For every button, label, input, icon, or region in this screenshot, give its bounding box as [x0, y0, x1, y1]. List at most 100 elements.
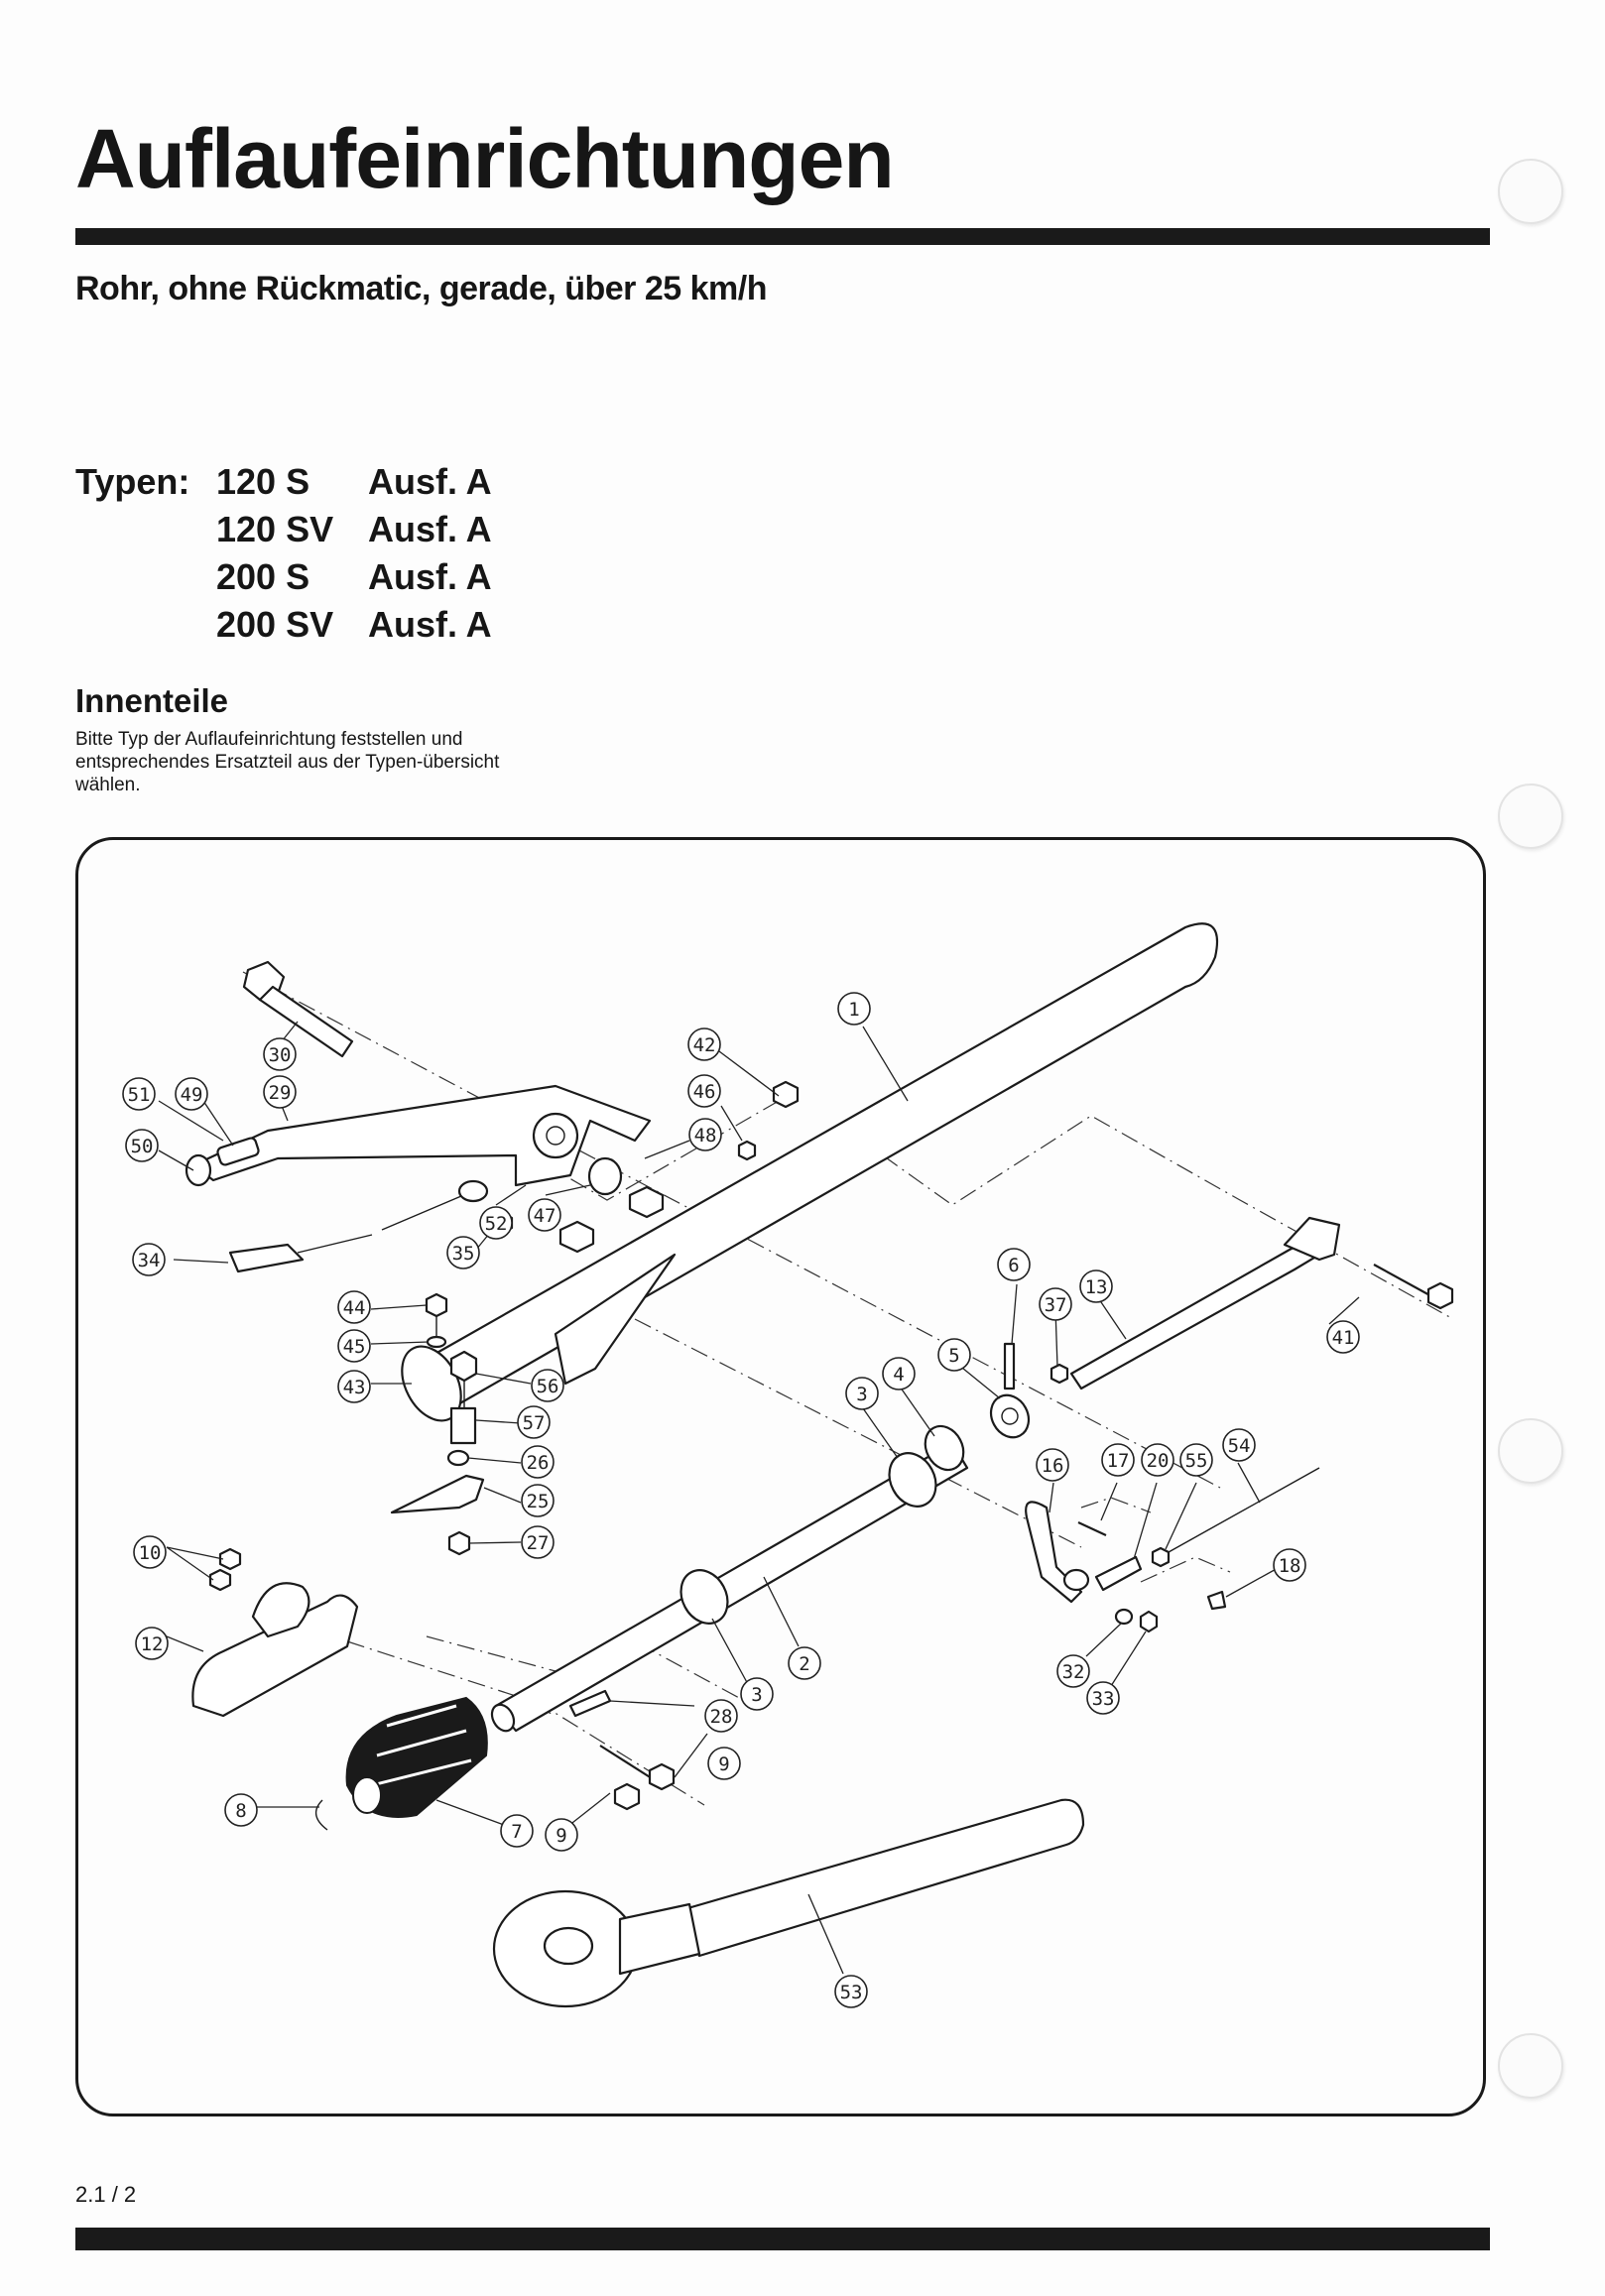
- drawbar-neck: [618, 1902, 701, 1976]
- page-number: 2.1 / 2: [75, 2182, 137, 2207]
- spring-26: [446, 1449, 470, 1467]
- hex-plug: [558, 1220, 595, 1254]
- svg-text:18: 18: [1279, 1555, 1301, 1577]
- svg-text:44: 44: [343, 1297, 366, 1319]
- callout: 35: [446, 1236, 480, 1269]
- callout: 3: [845, 1377, 879, 1410]
- svg-text:10: 10: [139, 1542, 162, 1564]
- header-rule: [75, 228, 1490, 245]
- brake-rod: [1069, 1233, 1326, 1390]
- svg-text:35: 35: [452, 1243, 475, 1265]
- clevis-20: [1094, 1555, 1143, 1592]
- svg-text:56: 56: [537, 1376, 559, 1397]
- brake-cable: [297, 1195, 462, 1254]
- punch-hole: [1498, 2033, 1563, 2099]
- svg-text:45: 45: [343, 1336, 366, 1358]
- clip-18: [1206, 1590, 1227, 1611]
- svg-text:8: 8: [235, 1800, 246, 1822]
- lever-plate-25: [390, 1474, 485, 1514]
- svg-text:17: 17: [1107, 1450, 1130, 1472]
- bolt-shank: [258, 985, 354, 1058]
- nut-37: [1049, 1363, 1069, 1385]
- svg-text:20: 20: [1147, 1450, 1170, 1472]
- nut-27: [447, 1530, 471, 1556]
- bolt-41: [1373, 1264, 1434, 1298]
- svg-text:25: 25: [527, 1491, 550, 1512]
- part-coupling-head: [191, 1547, 359, 1718]
- type-ausf: Ausf. A: [368, 604, 492, 645]
- svg-text:26: 26: [527, 1452, 550, 1474]
- callout: 25: [521, 1484, 555, 1517]
- hex-plug: [628, 1185, 665, 1219]
- drawbar-shaft: [682, 1798, 1085, 1958]
- svg-text:32: 32: [1062, 1661, 1085, 1683]
- part-push-rod: [490, 1342, 1031, 1811]
- callout: 27: [521, 1525, 555, 1559]
- axis-line: [1080, 1497, 1152, 1513]
- svg-text:2: 2: [799, 1653, 809, 1675]
- svg-text:48: 48: [694, 1125, 717, 1147]
- callout: 30: [263, 1037, 297, 1071]
- part-bellows: [314, 1696, 488, 1831]
- svg-text:3: 3: [856, 1384, 867, 1405]
- callout: 1: [837, 992, 871, 1026]
- callout: 49: [175, 1077, 208, 1111]
- part-brake-linkage: [1025, 1467, 1320, 1633]
- svg-text:42: 42: [693, 1034, 716, 1056]
- part-drawbar-eye: [492, 1798, 1085, 2008]
- callout: 20: [1141, 1443, 1174, 1477]
- bolt-9: [599, 1745, 656, 1781]
- type-row: 120 S Ausf. A: [216, 458, 613, 506]
- cable-clamp: [228, 1243, 305, 1273]
- svg-text:6: 6: [1008, 1255, 1019, 1276]
- nut-33: [1139, 1610, 1159, 1633]
- callout: 17: [1101, 1443, 1135, 1477]
- callout: 9: [545, 1818, 578, 1852]
- callout: 51: [122, 1077, 156, 1111]
- callout: 7: [500, 1814, 534, 1848]
- callout: 48: [688, 1118, 722, 1151]
- callout: 3: [740, 1677, 774, 1711]
- drawbar-eye-hole: [543, 1926, 594, 1966]
- callout: 42: [687, 1027, 721, 1061]
- callout: 41: [1326, 1320, 1360, 1354]
- lever-pivot: [532, 1112, 579, 1159]
- callout: 47: [528, 1198, 561, 1232]
- svg-text:49: 49: [181, 1084, 203, 1106]
- punch-hole: [1498, 159, 1563, 224]
- type-ausf: Ausf. A: [368, 556, 492, 597]
- type-row: 120 SV Ausf. A: [216, 506, 613, 553]
- svg-text:9: 9: [718, 1753, 729, 1775]
- section-note: Bitte Typ der Auflaufeinrichtung festste…: [75, 729, 500, 795]
- svg-text:9: 9: [556, 1825, 566, 1847]
- part-main-tube: [401, 922, 1219, 1422]
- bushing-3: [888, 1452, 937, 1508]
- callout: 29: [263, 1075, 297, 1109]
- callouts: 1 42 46 48 30 29 51 49 50 52 47 34 35 44…: [122, 992, 1360, 2008]
- cable-54: [1168, 1467, 1320, 1553]
- lever-pivot-hole: [546, 1126, 565, 1146]
- type-model: 120 S: [216, 461, 310, 502]
- coupling-handle: [251, 1582, 310, 1638]
- callout: 33: [1086, 1681, 1120, 1715]
- bolt-41-head: [1426, 1281, 1454, 1310]
- types-label: Typen:: [75, 461, 190, 502]
- callout: 8: [224, 1793, 258, 1827]
- nut-55: [1151, 1546, 1171, 1568]
- collar-5: [989, 1393, 1031, 1439]
- svg-text:29: 29: [269, 1082, 292, 1104]
- svg-text:53: 53: [840, 1982, 863, 2003]
- exploded-view-diagram: 1 42 46 48 30 29 51 49 50 52 47 34 35 44…: [122, 922, 1454, 2008]
- page-subtitle: Rohr, ohne Rückmatic, gerade, über 25 km…: [75, 270, 767, 307]
- callout: 4: [882, 1357, 916, 1390]
- type-row: 200 SV Ausf. A: [216, 601, 613, 649]
- bracket-57: [449, 1406, 477, 1445]
- svg-text:16: 16: [1042, 1455, 1064, 1477]
- callout: 6: [997, 1248, 1031, 1281]
- type-ausf: Ausf. A: [368, 461, 492, 502]
- svg-text:43: 43: [343, 1377, 366, 1398]
- svg-text:13: 13: [1085, 1276, 1108, 1298]
- nut-10: [208, 1568, 232, 1592]
- callout: 44: [337, 1290, 371, 1324]
- type-row: 200 S Ausf. A: [216, 553, 613, 601]
